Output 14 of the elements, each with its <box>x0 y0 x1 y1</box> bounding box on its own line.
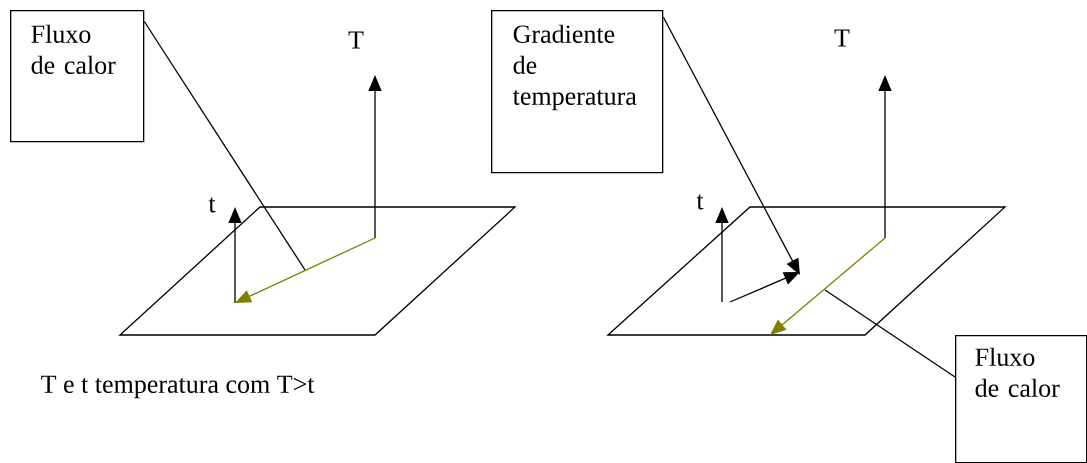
text-box: Fluxo de calor <box>10 10 145 143</box>
axis-label: t <box>208 197 216 213</box>
arrow <box>729 272 800 303</box>
leader-line <box>143 20 306 271</box>
leader-line <box>824 289 956 378</box>
arrow <box>770 237 886 335</box>
axis-label: T <box>834 29 850 47</box>
leader-line <box>662 16 800 275</box>
axis-label: T <box>348 31 364 49</box>
text-box: Fluxo de calor <box>955 335 1087 463</box>
text-box: Gradiente de temperatura <box>491 10 664 174</box>
arrow <box>235 237 376 303</box>
note-text: T e t temperatura com T>t <box>41 375 315 399</box>
axis-label: t <box>696 194 704 210</box>
